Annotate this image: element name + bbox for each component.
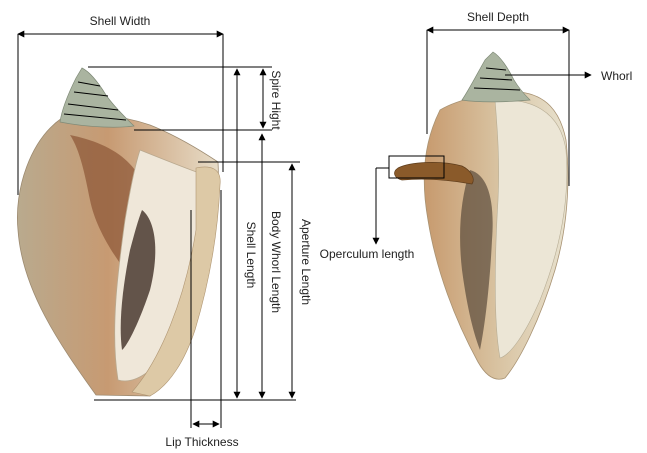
shell-length-label: Shell Length — [244, 222, 258, 289]
shell-width-label: Shell Width — [90, 14, 151, 28]
right-shell-outer-lip — [495, 100, 567, 358]
body-whorl-length-annotation: Body Whorl Length — [262, 134, 283, 398]
left-shell — [17, 68, 220, 396]
right-shell-spire — [462, 52, 530, 102]
lip-thickness-label: Lip Thickness — [165, 435, 238, 449]
aperture-length-label: Aperture Length — [299, 219, 313, 305]
right-shell — [395, 52, 568, 379]
whorl-label: Whorl — [601, 69, 632, 83]
shell-depth-label: Shell Depth — [467, 10, 529, 24]
left-shell-spire — [60, 68, 134, 127]
body-whorl-length-label: Body Whorl Length — [269, 211, 283, 313]
shell-length-annotation: Shell Length — [237, 69, 258, 398]
operculum-length-label: Operculum length — [320, 247, 415, 261]
aperture-length-annotation: Aperture Length — [292, 164, 313, 398]
spire-height-annotation: Spire Hight — [263, 69, 283, 130]
spire-height-label: Spire Hight — [269, 70, 283, 130]
